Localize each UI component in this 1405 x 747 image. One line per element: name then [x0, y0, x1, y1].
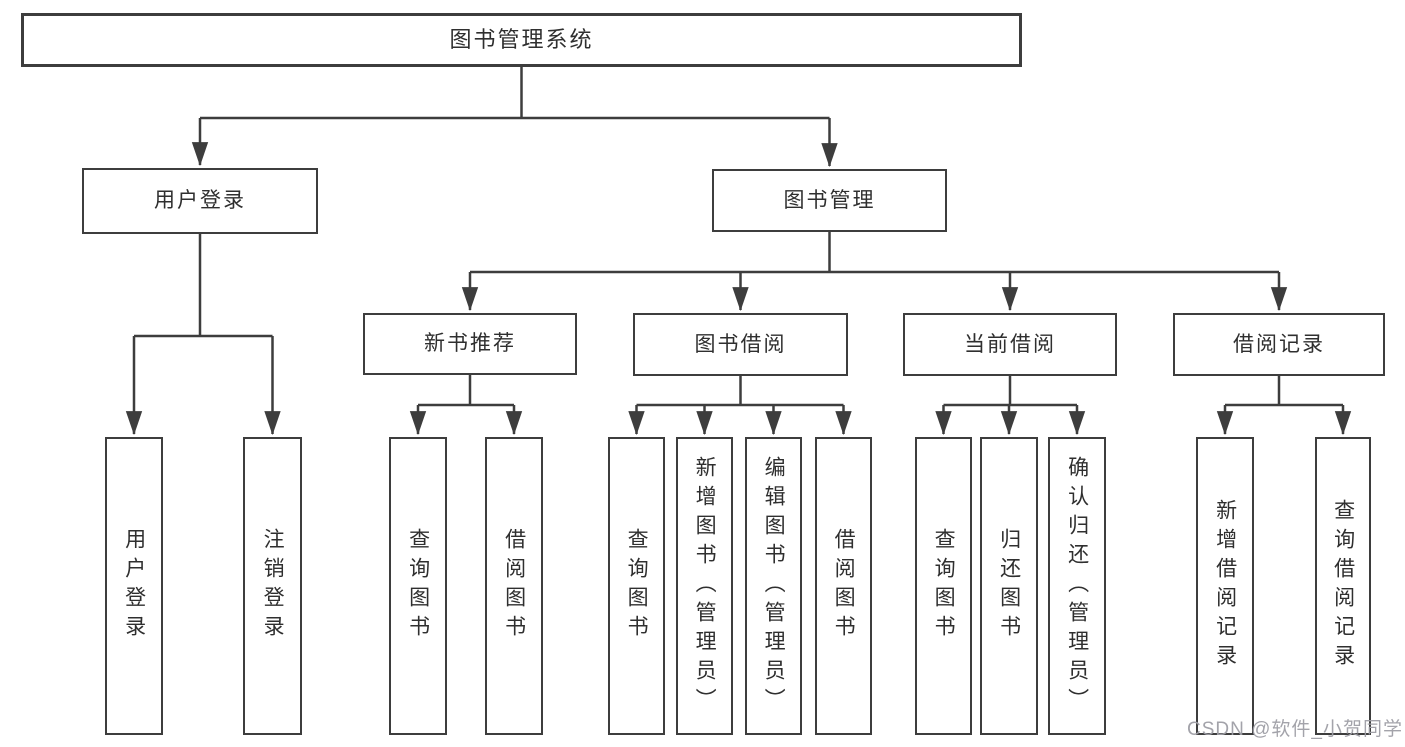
leaf-logout-label: 注销登录 [261, 528, 285, 644]
leaf-confirm-return-admin-label: 确认归还（管理员） [1065, 455, 1089, 717]
leaf-borrow-books-label: 借阅图书 [832, 528, 856, 644]
node-root-label: 图书管理系统 [449, 26, 594, 52]
node-new-book-recommend-label: 新书推荐 [424, 332, 516, 356]
leaf-add-borrow-record-label: 新增借阅记录 [1213, 499, 1237, 673]
leaf-user-login-label: 用户登录 [122, 528, 146, 644]
leaf-user-login: 用户登录 [105, 437, 163, 735]
leaf-borrow-books-recommend-label: 借阅图书 [502, 528, 526, 644]
node-root: 图书管理系统 [21, 13, 1022, 67]
node-current-borrow: 当前借阅 [903, 313, 1117, 376]
node-book-borrow-label: 图书借阅 [694, 332, 787, 356]
leaf-query-borrow-record: 查询借阅记录 [1315, 437, 1371, 735]
leaf-add-borrow-record: 新增借阅记录 [1196, 437, 1254, 735]
leaf-query-books-recommend-label: 查询图书 [406, 528, 430, 644]
node-new-book-recommend: 新书推荐 [363, 313, 577, 375]
leaf-query-books-current-label: 查询图书 [932, 528, 956, 644]
node-book-borrow: 图书借阅 [633, 313, 848, 376]
node-book-management: 图书管理 [712, 169, 947, 232]
node-user-login: 用户登录 [82, 168, 318, 234]
leaf-confirm-return-admin: 确认归还（管理员） [1048, 437, 1106, 735]
node-book-management-label: 图书管理 [783, 188, 876, 212]
leaf-query-books-borrow-label: 查询图书 [625, 528, 649, 644]
leaf-borrow-books-recommend: 借阅图书 [485, 437, 543, 735]
leaf-query-books-borrow: 查询图书 [608, 437, 665, 735]
leaf-edit-book-admin-label: 编辑图书（管理员） [762, 455, 786, 717]
leaf-query-books-recommend: 查询图书 [389, 437, 447, 735]
leaf-query-borrow-record-label: 查询借阅记录 [1331, 499, 1355, 673]
leaf-query-books-current: 查询图书 [915, 437, 972, 735]
leaf-add-book-admin: 新增图书（管理员） [676, 437, 733, 735]
leaf-edit-book-admin: 编辑图书（管理员） [745, 437, 802, 735]
leaf-add-book-admin-label: 新增图书（管理员） [693, 455, 717, 717]
leaf-return-book-label: 归还图书 [997, 528, 1021, 644]
node-borrow-records: 借阅记录 [1173, 313, 1385, 376]
node-user-login-label: 用户登录 [154, 189, 246, 213]
node-borrow-records-label: 借阅记录 [1233, 332, 1325, 356]
leaf-return-book: 归还图书 [980, 437, 1038, 735]
node-current-borrow-label: 当前借阅 [964, 332, 1056, 356]
leaf-borrow-books: 借阅图书 [815, 437, 872, 735]
watermark-text: CSDN @软件_小贺同学 [1187, 719, 1403, 740]
leaf-logout: 注销登录 [243, 437, 302, 735]
